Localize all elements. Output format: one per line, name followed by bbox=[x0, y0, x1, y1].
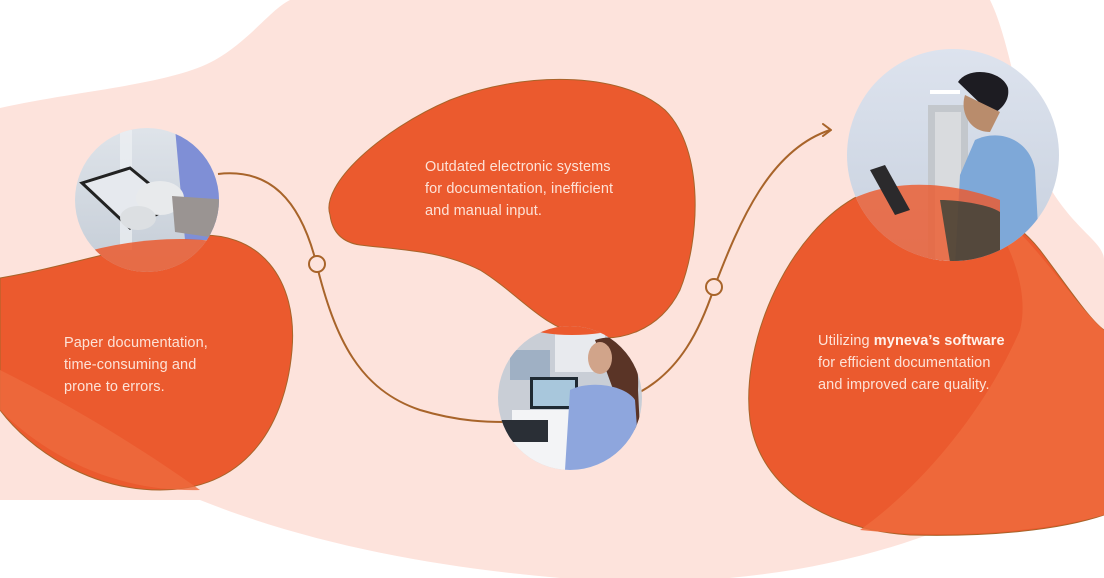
step-paper-line-3: prone to errors. bbox=[64, 379, 165, 395]
arrow-head-icon bbox=[822, 123, 832, 137]
step-myneva-line-3: and improved care quality. bbox=[818, 377, 990, 393]
step-paper-line-1: Paper documentation, bbox=[64, 335, 208, 351]
step-myneva-text: Utilizing myneva’s software for efficien… bbox=[818, 330, 1078, 396]
step-myneva-line-2: for efficient documentation bbox=[818, 355, 991, 371]
step-myneva-line-1: Utilizing myneva’s software bbox=[818, 330, 1078, 352]
step-myneva-prefix: Utilizing bbox=[818, 333, 874, 349]
step-paper-line-2: time-consuming and bbox=[64, 357, 197, 373]
step-outdated-text: Outdated electronic systems for document… bbox=[425, 156, 685, 222]
photo-laptop bbox=[498, 326, 642, 470]
blob-middle bbox=[328, 79, 696, 339]
connector-line bbox=[217, 172, 506, 423]
step-outdated-line-3: and manual input. bbox=[425, 203, 542, 219]
step-outdated-line-1: Outdated electronic systems bbox=[425, 159, 611, 175]
step-outdated-line-2: for documentation, inefficient bbox=[425, 181, 614, 197]
step-paper-text: Paper documentation, time-consuming and … bbox=[64, 332, 284, 398]
brand-highlight: myneva’s software bbox=[873, 333, 1005, 349]
photo-tablet bbox=[847, 49, 1059, 261]
photo-clipboard bbox=[75, 128, 219, 272]
connector-node-2 bbox=[705, 278, 723, 296]
connector-node-1 bbox=[308, 255, 326, 273]
